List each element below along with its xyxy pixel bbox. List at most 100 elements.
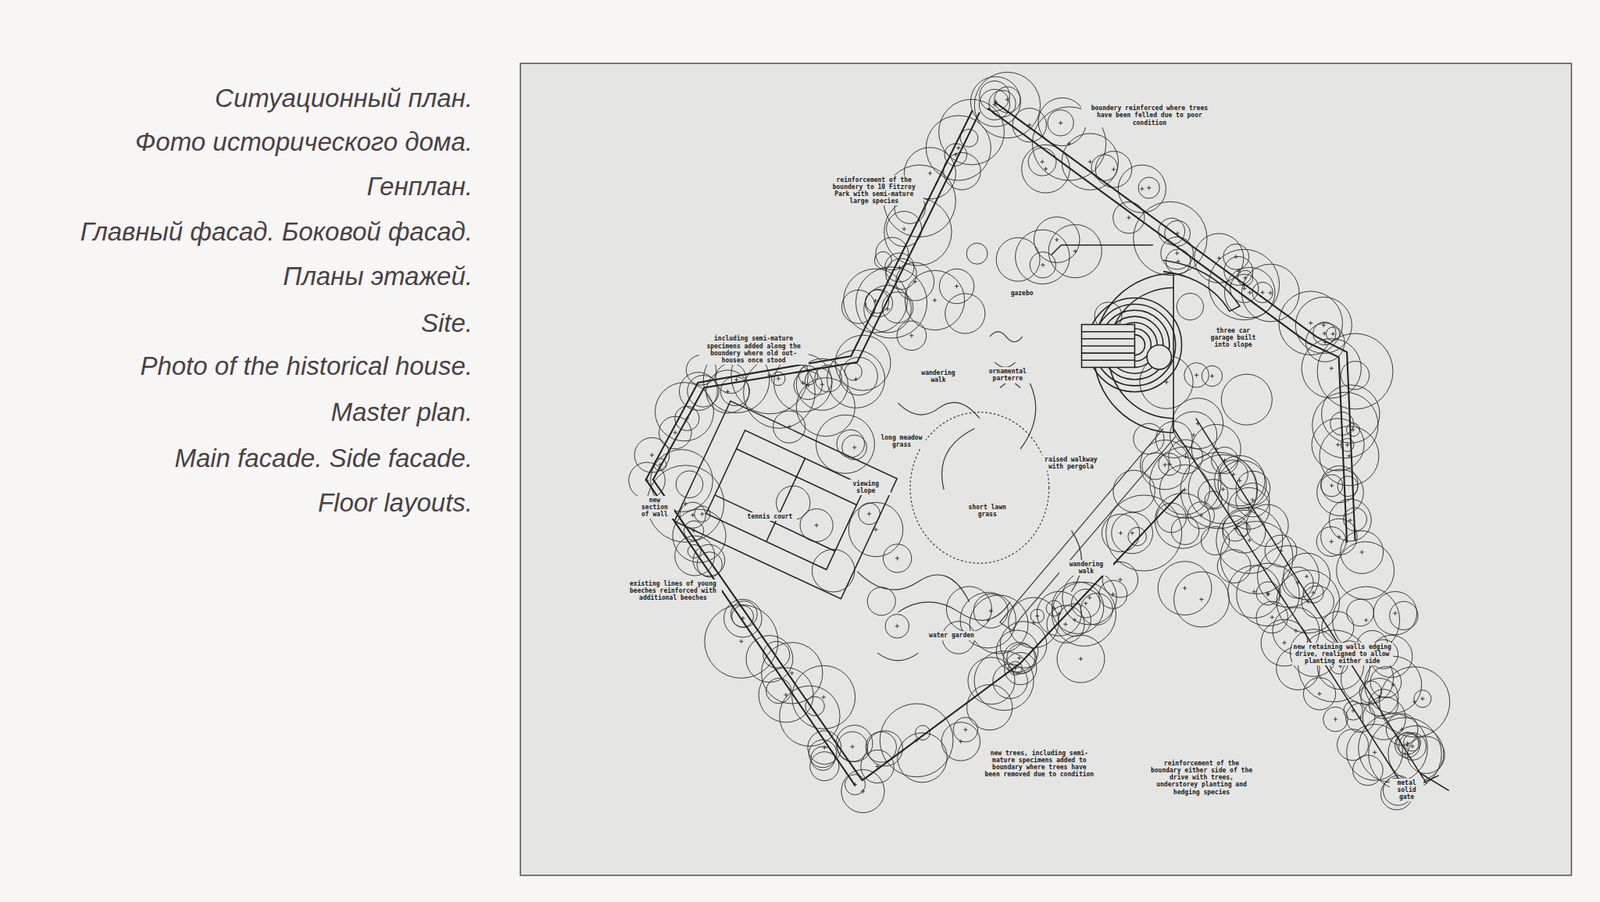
tree-centre xyxy=(1167,462,1172,467)
tree-canopy xyxy=(1174,571,1230,628)
tree-centre xyxy=(1118,531,1123,536)
tree-centre xyxy=(1126,215,1131,220)
tree-centre xyxy=(1221,487,1225,492)
tree-centre xyxy=(1040,263,1045,268)
tree-centre xyxy=(739,639,743,644)
tree-centre xyxy=(1268,290,1273,295)
tree-centre xyxy=(1063,622,1068,627)
tree-centre xyxy=(913,279,918,284)
tree-canopy xyxy=(1317,333,1393,410)
tree-centre xyxy=(1336,535,1341,540)
tree-canopy xyxy=(882,292,914,324)
tree-canopy xyxy=(1323,707,1349,733)
tree-centre xyxy=(989,609,993,614)
tree-canopy xyxy=(1321,475,1343,497)
tree-canopy xyxy=(1359,681,1383,704)
tree-centre xyxy=(1329,366,1334,371)
tree-centre xyxy=(1250,498,1255,503)
tree-canopy xyxy=(1305,323,1345,363)
tree-canopy xyxy=(1187,502,1215,529)
tree-canopy xyxy=(773,410,806,443)
caption-line: Photo of the historical house. xyxy=(139,351,473,382)
tree-canopy xyxy=(1221,374,1272,425)
tree-centre xyxy=(1364,617,1368,622)
tree-centre xyxy=(1350,428,1355,433)
tree-canopy xyxy=(1201,365,1222,386)
tree-canopy xyxy=(1128,527,1147,547)
tree-canopy xyxy=(1004,652,1037,685)
tree-centre xyxy=(1088,160,1093,165)
tree-canopy xyxy=(1157,561,1212,616)
tree-centre xyxy=(1083,601,1088,606)
tree-centre xyxy=(1110,592,1115,597)
tree-canopy xyxy=(1080,593,1113,626)
tree-centre xyxy=(1333,717,1338,722)
plan-note: reinforcement of the boundery to 10 Fitz… xyxy=(824,175,924,207)
plan-note: raised walkway with pergola xyxy=(1036,455,1106,472)
tree-canopy xyxy=(1028,147,1057,176)
tree-centre xyxy=(885,307,890,311)
tree-centre xyxy=(683,501,688,506)
plan-note: reinforcement of the boundary either sid… xyxy=(1146,759,1257,797)
plan-note: long meadow grass xyxy=(877,433,925,450)
tree-canopy xyxy=(967,685,1013,731)
tree-centre xyxy=(954,284,959,289)
tree-canopy xyxy=(1241,264,1300,322)
plan-note: wandering walk xyxy=(910,368,965,385)
tree-centre xyxy=(700,511,704,516)
tree-centre xyxy=(1392,611,1397,616)
tree-centre xyxy=(1039,160,1044,165)
tree-canopy xyxy=(867,587,896,616)
tree-centre xyxy=(1372,750,1377,755)
tree-canopy xyxy=(1133,201,1208,275)
tree-canopy xyxy=(1095,151,1132,188)
tree-canopy xyxy=(904,270,965,330)
tree-canopy xyxy=(1171,517,1200,546)
tree-canopy xyxy=(1057,635,1105,683)
tree-centre xyxy=(1260,290,1265,295)
tree-centre xyxy=(1282,640,1286,645)
tree-centre xyxy=(1317,692,1322,697)
tree-centre xyxy=(953,152,958,157)
tree-canopy xyxy=(1264,535,1297,568)
tree-centre xyxy=(1270,615,1275,620)
tree-centre xyxy=(1360,550,1365,554)
tree-centre xyxy=(852,445,857,450)
tree-centre xyxy=(725,389,730,394)
tree-canopy xyxy=(970,76,1021,127)
tree-canopy xyxy=(792,665,856,729)
tree-canopy xyxy=(1211,447,1239,475)
caption-line: Планы этажей. xyxy=(282,261,473,292)
tree-canopy xyxy=(704,604,779,679)
tree-canopy xyxy=(1048,225,1102,279)
tree-centre xyxy=(1067,141,1072,146)
tree-canopy xyxy=(1117,164,1166,213)
tree-canopy xyxy=(1321,611,1354,644)
tree-canopy xyxy=(867,731,903,767)
tree-canopy xyxy=(1353,755,1384,786)
tree-canopy xyxy=(1156,503,1186,533)
tree-centre xyxy=(895,556,900,561)
tree-centre xyxy=(958,739,963,744)
tree-centre xyxy=(1410,744,1415,749)
caption-line: Master plan. xyxy=(330,397,473,428)
tree-canopy xyxy=(996,237,1040,282)
tree-canopy xyxy=(882,544,911,573)
tree-centre xyxy=(1345,442,1350,447)
tree-centre xyxy=(956,146,961,150)
tree-canopy xyxy=(1133,423,1165,454)
tree-centre xyxy=(776,376,781,381)
tree-centre xyxy=(1329,483,1334,488)
tree-canopy xyxy=(969,595,1029,654)
caption-line: Генплан. xyxy=(367,171,473,202)
tree-canopy xyxy=(746,635,793,683)
caption-line: Site. xyxy=(421,308,473,339)
tree-canopy xyxy=(1217,550,1251,584)
tree-centre xyxy=(1331,332,1336,336)
tree-centre xyxy=(1078,657,1083,661)
plan-note: three car garage built into slope xyxy=(1207,326,1260,350)
tree-canopy xyxy=(1218,460,1248,490)
tree-canopy xyxy=(1385,714,1418,746)
tree-canopy xyxy=(1029,252,1056,279)
tree-canopy xyxy=(837,732,868,762)
